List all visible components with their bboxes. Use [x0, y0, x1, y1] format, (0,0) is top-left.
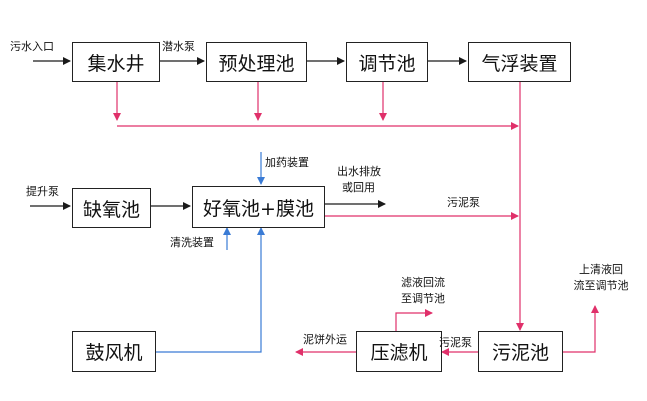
yuchulichi-box: 预处理池 — [206, 42, 307, 82]
queyangchi-label: 缺氧池 — [82, 198, 140, 221]
jishuijing-label: 集水井 — [87, 52, 145, 75]
gufengji-box: 鼓风机 — [72, 331, 156, 372]
wunibeng-upper-label: 污泥泵 — [447, 196, 480, 209]
yalvji-box: 压滤机 — [356, 331, 442, 372]
tiaojiechi-box: 调节池 — [346, 42, 428, 82]
queyangchi-box: 缺氧池 — [72, 188, 151, 228]
wunichi-label: 污泥池 — [491, 342, 549, 364]
jiayao-zhuangzhi-label: 加药装置 — [265, 156, 309, 169]
tiaojiechi-label: 调节池 — [358, 52, 416, 75]
lvye-label-line1: 滤液回流 — [401, 276, 445, 289]
qifuzhuangzhi-box: 气浮装置 — [468, 42, 571, 82]
qingxi-zhuangzhi-label: 清洗装置 — [170, 236, 214, 249]
shangqingye-label-line1: 上清液回 — [579, 263, 623, 276]
tishengbeng-label: 提升泵 — [26, 185, 59, 198]
wunichi-box: 污泥池 — [478, 331, 563, 372]
shangqingye-label-line2: 流至调节池 — [573, 279, 629, 292]
wushui-rukou-label: 污水入口 — [10, 40, 54, 53]
chushui-label-line1: 出水排放 — [337, 165, 381, 178]
lvye-label-line2: 至调节池 — [401, 292, 445, 305]
qianshuibeng-label: 潜水泵 — [162, 40, 195, 53]
haoyangchi-mochi-label: 好氧池+膜池 — [203, 197, 314, 220]
nibing-waiyun-label: 泥饼外运 — [303, 333, 347, 346]
yalvji-label: 压滤机 — [370, 342, 428, 364]
chushui-label-line2: 或回用 — [342, 181, 375, 194]
haoyangchi-mochi-box: 好氧池+膜池 — [192, 186, 325, 228]
gufengji-label: 鼓风机 — [85, 342, 143, 364]
jishuijing-box: 集水井 — [72, 42, 160, 82]
wunibeng-lower-label: 污泥泵 — [439, 336, 472, 349]
yuchulichi-label: 预处理池 — [218, 52, 295, 75]
qifuzhuangzhi-label: 气浮装置 — [481, 52, 558, 75]
